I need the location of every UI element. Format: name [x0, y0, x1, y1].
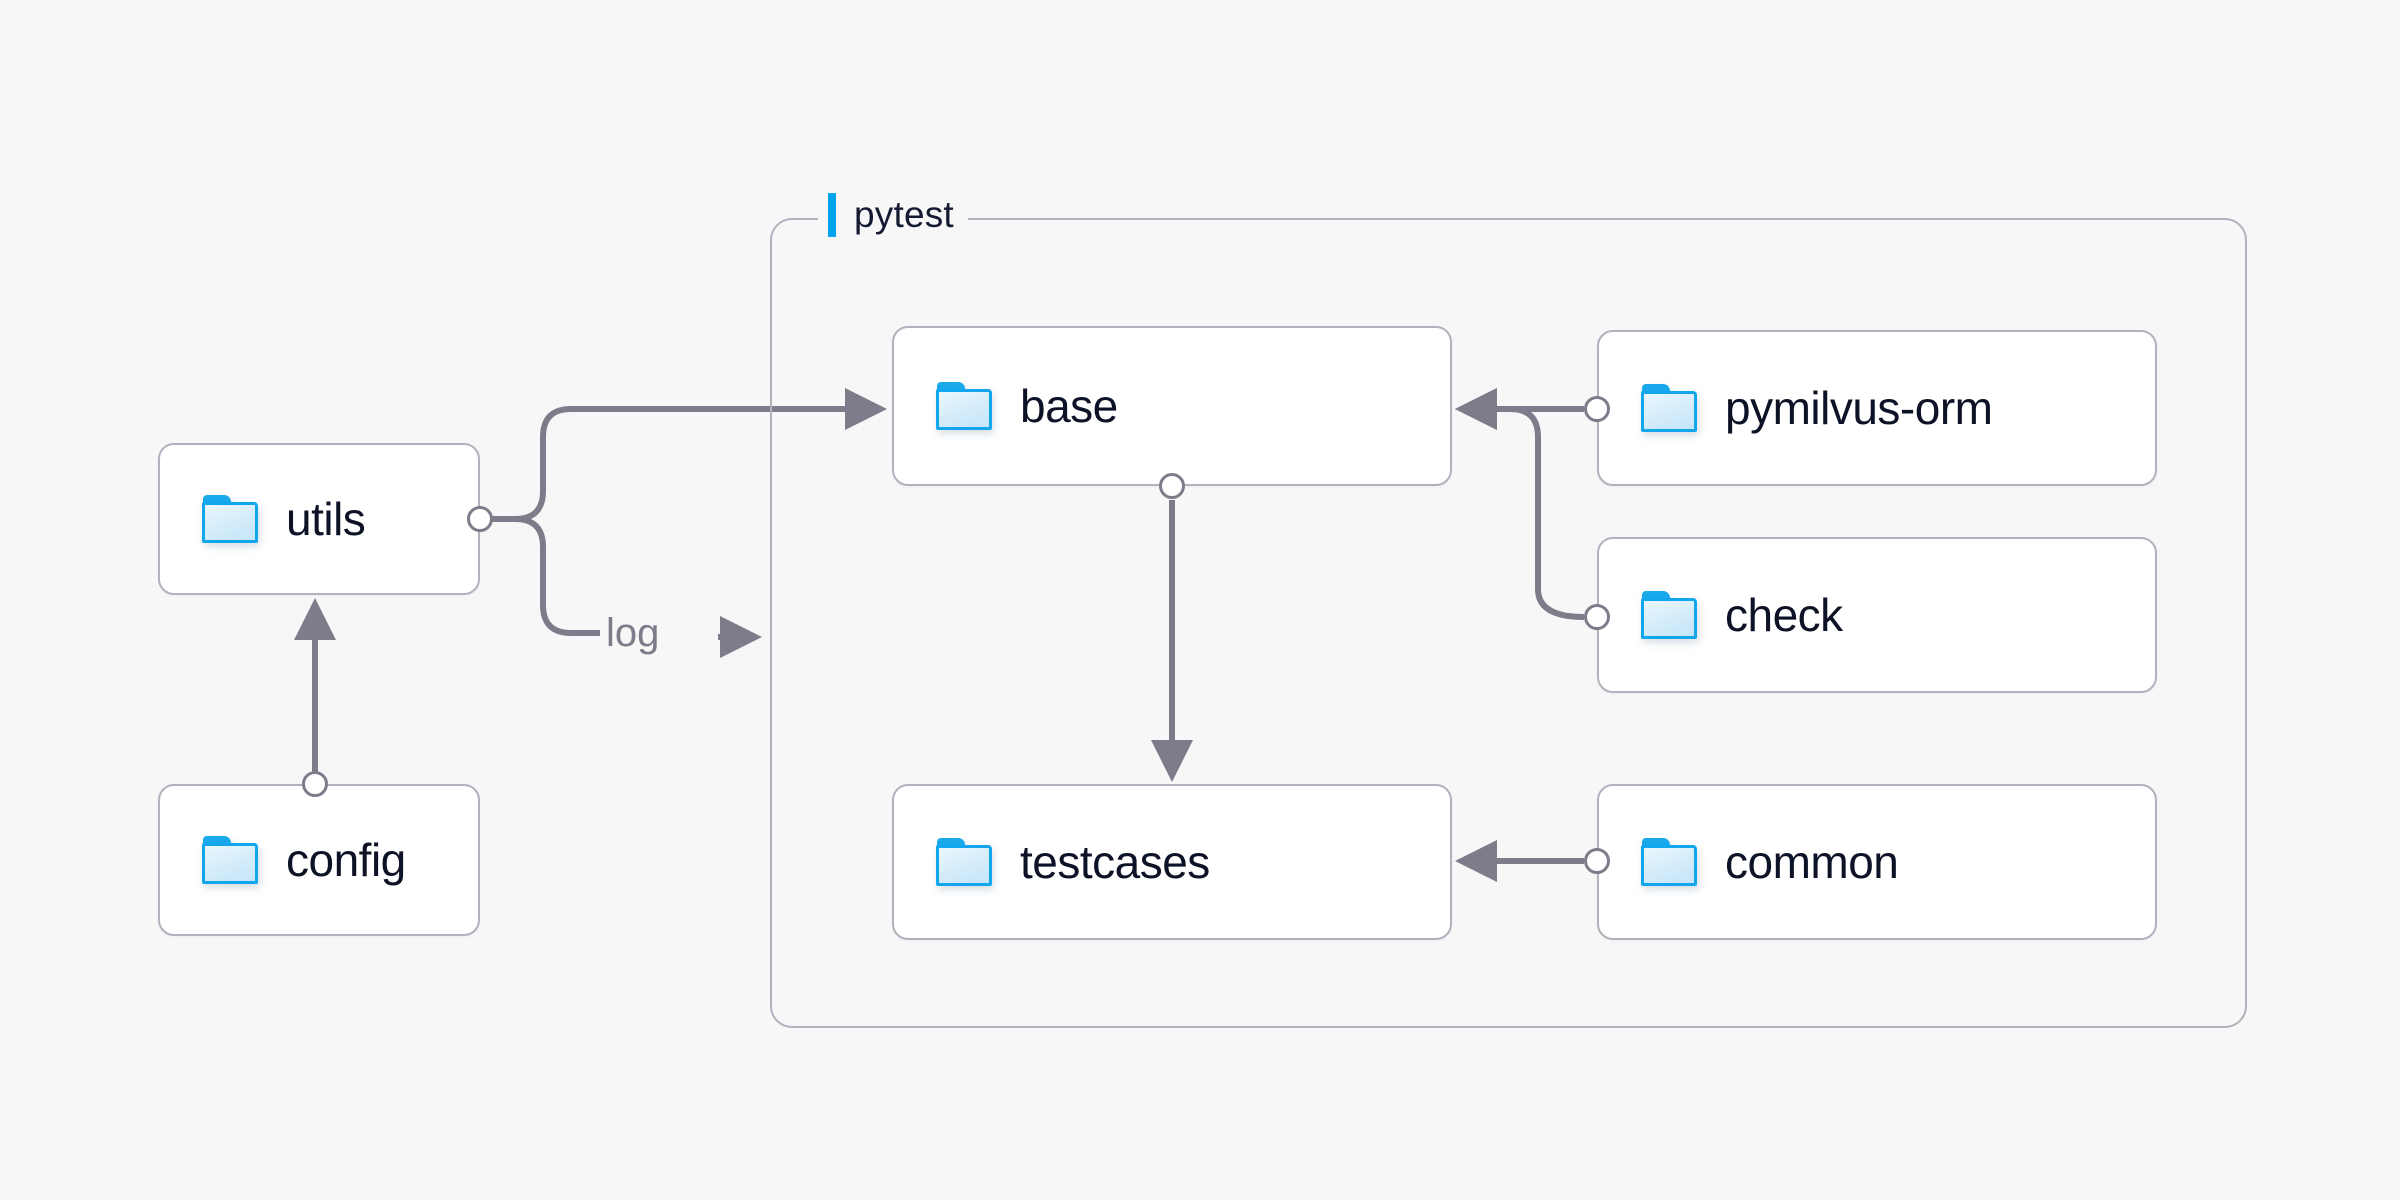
node-base[interactable]: base: [892, 326, 1452, 486]
node-common[interactable]: common: [1597, 784, 2157, 940]
node-label: check: [1725, 589, 1843, 641]
node-label: utils: [286, 493, 366, 545]
port-config-top[interactable]: [302, 771, 328, 797]
node-label: common: [1725, 836, 1899, 888]
folder-icon: [936, 382, 992, 430]
pytest-group-label: pytest: [818, 188, 968, 242]
edge-label-log: log: [606, 611, 660, 655]
port-check-left[interactable]: [1584, 604, 1610, 630]
port-base-bottom[interactable]: [1159, 473, 1185, 499]
folder-icon: [936, 838, 992, 886]
node-testcases[interactable]: testcases: [892, 784, 1452, 940]
node-label: config: [286, 834, 406, 886]
node-label: base: [1020, 380, 1118, 432]
port-utils-right[interactable]: [467, 506, 493, 532]
folder-icon: [202, 836, 258, 884]
folder-icon: [1641, 384, 1697, 432]
node-check[interactable]: check: [1597, 537, 2157, 693]
edge-utils-to-log-stub: [480, 516, 600, 636]
port-pymilvus-orm-left[interactable]: [1584, 396, 1610, 422]
folder-icon: [1641, 838, 1697, 886]
node-config[interactable]: config: [158, 784, 480, 936]
pytest-group-container: [770, 218, 2247, 1028]
folder-icon: [202, 495, 258, 543]
group-label-text: pytest: [854, 194, 954, 235]
folder-icon: [1641, 591, 1697, 639]
node-pymilvus-orm[interactable]: pymilvus-orm: [1597, 330, 2157, 486]
group-accent-bar: [828, 193, 836, 237]
port-common-left[interactable]: [1584, 848, 1610, 874]
node-label: pymilvus-orm: [1725, 382, 1993, 434]
node-label: testcases: [1020, 836, 1210, 888]
node-utils[interactable]: utils: [158, 443, 480, 595]
